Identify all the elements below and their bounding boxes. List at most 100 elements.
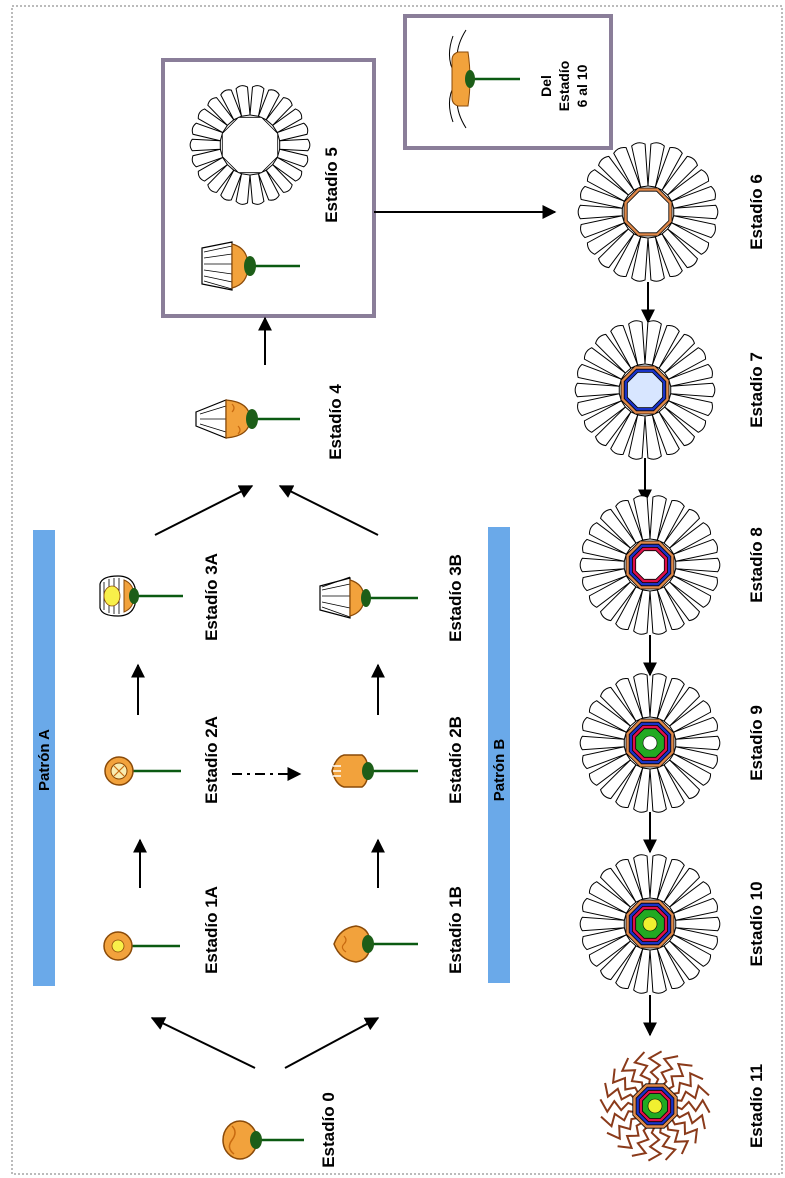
petal xyxy=(580,185,625,209)
petal xyxy=(588,575,632,608)
stage-10-label: Estadío 10 xyxy=(747,881,766,966)
curled-petal xyxy=(660,1055,679,1088)
stage-7-flower xyxy=(574,320,716,460)
petal xyxy=(582,538,627,562)
stage-0-label: Estadío 0 xyxy=(319,1092,338,1168)
flower-disc xyxy=(627,371,663,409)
petal xyxy=(654,233,683,278)
petal xyxy=(207,163,235,193)
stage-2b-bud xyxy=(331,754,418,788)
petal xyxy=(271,108,303,134)
inset-line-2: Estadío xyxy=(556,61,572,112)
stage-3b-label: Estadío 3B xyxy=(446,554,465,642)
petal xyxy=(668,700,712,733)
petal xyxy=(668,522,712,555)
curled-petal xyxy=(674,1098,711,1114)
petal xyxy=(649,495,667,541)
petal xyxy=(631,142,649,188)
petal xyxy=(220,89,243,121)
petal xyxy=(628,414,646,460)
petal xyxy=(613,233,642,278)
petal xyxy=(586,169,630,202)
petal xyxy=(647,236,665,282)
stage-2a-bud xyxy=(104,756,181,786)
stage-9-label: Estadío 9 xyxy=(747,705,766,781)
petal xyxy=(666,222,710,255)
petal xyxy=(599,759,637,800)
petal xyxy=(668,881,712,914)
inset-side-view xyxy=(449,29,520,129)
petal xyxy=(597,155,635,196)
petal xyxy=(633,495,651,541)
curled-petal xyxy=(659,1124,678,1161)
petal xyxy=(599,581,637,622)
petal xyxy=(582,716,627,740)
flower-center xyxy=(647,1098,663,1114)
petal xyxy=(207,97,235,127)
petal xyxy=(631,236,649,282)
stage-10-flower xyxy=(579,854,721,994)
petal xyxy=(588,934,632,967)
petal xyxy=(582,746,627,770)
petal xyxy=(276,148,309,168)
petal xyxy=(663,400,707,433)
petal xyxy=(668,753,712,786)
curled-petal xyxy=(604,1082,637,1101)
petal xyxy=(597,228,635,269)
curled-petal xyxy=(606,1116,639,1141)
petal xyxy=(649,589,667,635)
petal xyxy=(673,568,718,592)
petal xyxy=(663,867,701,908)
petal xyxy=(594,333,632,374)
petal xyxy=(671,185,716,209)
petal xyxy=(656,945,685,990)
petal xyxy=(661,228,699,269)
petal xyxy=(583,347,627,380)
petal xyxy=(651,411,680,456)
petal xyxy=(649,767,667,813)
curled-petal xyxy=(666,1062,693,1091)
curled-petal xyxy=(673,1083,710,1102)
petal xyxy=(666,169,710,202)
pattern-a-label: Patrón A xyxy=(36,729,53,791)
petal xyxy=(599,508,637,549)
stage-11-label: Estadío 11 xyxy=(747,1064,766,1148)
petal xyxy=(644,414,662,460)
page-border xyxy=(11,5,783,1175)
stage-9-flower xyxy=(579,673,721,813)
petal xyxy=(673,746,718,770)
petal xyxy=(649,854,667,900)
petal xyxy=(599,867,637,908)
pattern-b-band xyxy=(488,527,510,983)
petal xyxy=(675,557,721,573)
petal xyxy=(189,138,221,152)
petal xyxy=(582,897,627,921)
petal xyxy=(610,324,639,369)
petal xyxy=(586,222,630,255)
stage-11-flower xyxy=(599,1050,711,1162)
pattern-a-band xyxy=(33,530,55,986)
arrow-3b-to-4 xyxy=(278,485,379,536)
flower-disc xyxy=(626,190,670,234)
petal xyxy=(276,122,309,142)
curled-petal xyxy=(617,1121,644,1150)
stage-3b-bud xyxy=(319,576,418,619)
petal xyxy=(663,686,701,727)
petal xyxy=(668,363,713,387)
petal xyxy=(633,948,651,994)
curled-petal xyxy=(670,1117,699,1144)
petal xyxy=(599,686,637,727)
petal xyxy=(599,940,637,981)
petal xyxy=(673,204,719,220)
petal xyxy=(633,854,651,900)
petal xyxy=(615,945,644,990)
curled-petal xyxy=(611,1068,640,1095)
petal xyxy=(579,735,625,751)
stage-4-bud xyxy=(195,399,300,439)
inset-frame xyxy=(403,14,613,150)
arrow-0-to-1b xyxy=(284,1017,380,1069)
stage-3a-label: Estadío 3A xyxy=(202,553,221,641)
petal xyxy=(649,948,667,994)
petal xyxy=(663,581,701,622)
petal xyxy=(658,406,696,447)
